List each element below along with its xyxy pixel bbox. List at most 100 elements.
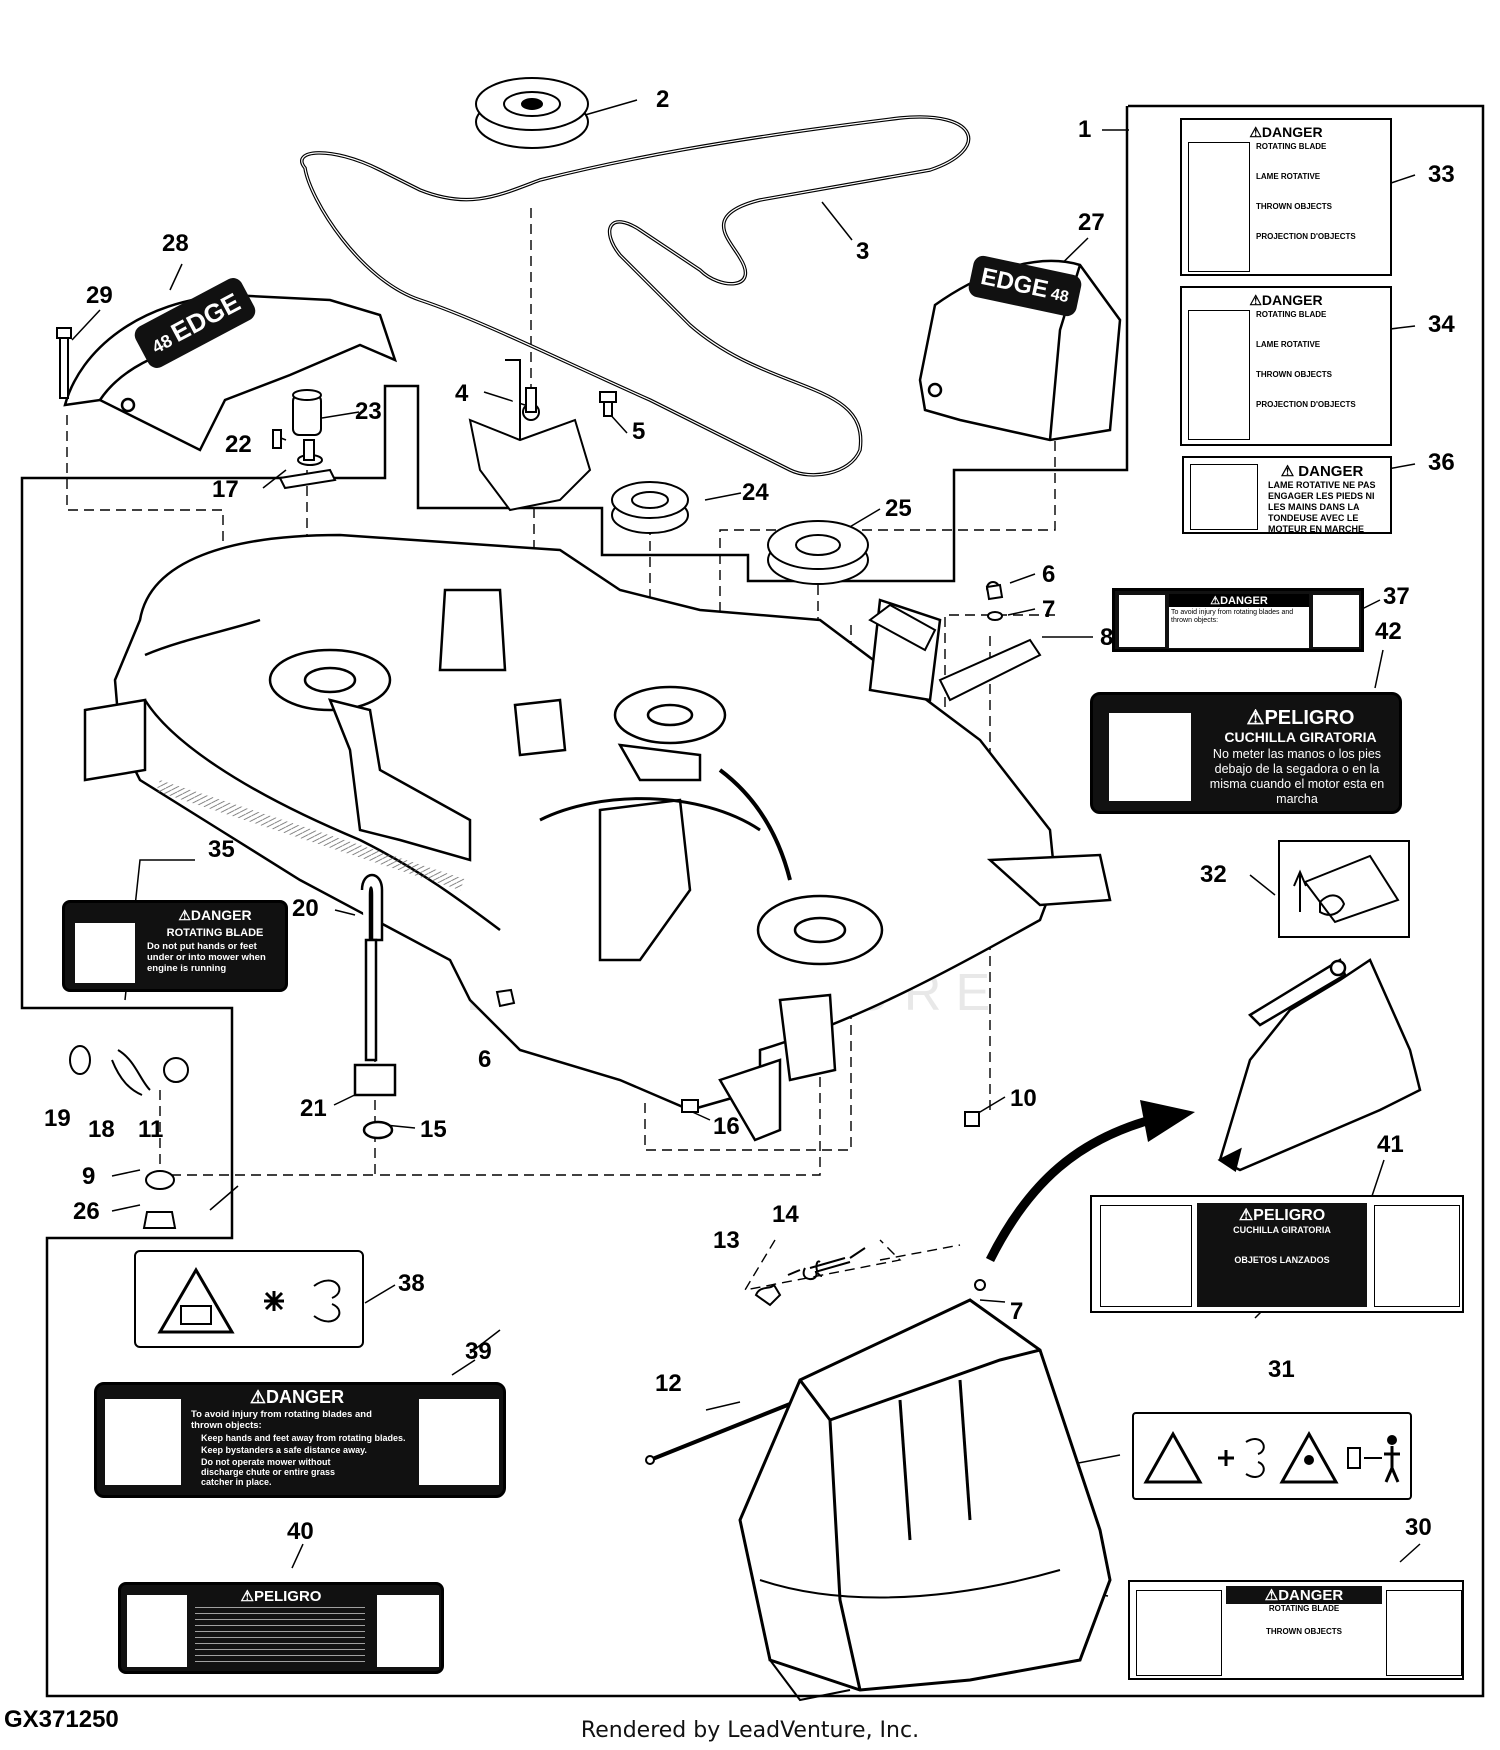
nut-6-upper bbox=[985, 583, 1004, 621]
callout-8: 8 bbox=[1100, 624, 1114, 651]
callout-32: 32 bbox=[1200, 861, 1227, 888]
nut-6-lower bbox=[495, 988, 516, 1008]
callout-22: 22 bbox=[225, 431, 252, 458]
label-30-thrown-objects-icon bbox=[1386, 1590, 1462, 1676]
idler-pulley-top bbox=[475, 77, 589, 149]
safe-distance-icon bbox=[1347, 1435, 1400, 1483]
bolt-16 bbox=[681, 1099, 699, 1113]
callout-30: 30 bbox=[1405, 1514, 1432, 1541]
mower-deck bbox=[83, 533, 1112, 1142]
callout-15: 15 bbox=[420, 1116, 447, 1143]
safety-label-33: ⚠DANGER ROTATING BLADE LAME ROTATIVE THR… bbox=[1180, 118, 1392, 276]
label-30-hazard-icon bbox=[1136, 1590, 1222, 1676]
label-41-thrown-objects-icon bbox=[1374, 1205, 1460, 1307]
safety-label-39: ⚠DANGER To avoid injury from rotating bl… bbox=[94, 1382, 506, 1498]
label-37-thrown-objects-icon bbox=[1313, 595, 1359, 647]
diagram-code: GX371250 bbox=[4, 1706, 119, 1733]
small-hardware bbox=[69, 1045, 189, 1229]
render-credit: Rendered by LeadVenture, Inc. bbox=[580, 1718, 920, 1743]
label-39-line2: Keep hands and feet away from rotating b… bbox=[201, 1433, 406, 1443]
rotating-blade-icon bbox=[1218, 1438, 1265, 1478]
label-36-body: LAME ROTATIVE NE PAS ENGAGER LES PIEDS N… bbox=[1268, 480, 1376, 534]
callout-16: 16 bbox=[713, 1113, 740, 1140]
callout-27: 27 bbox=[1078, 209, 1105, 236]
label-36-hazard-icon bbox=[1190, 464, 1258, 530]
safety-label-34: ⚠DANGER ROTATING BLADE LAME ROTATIVE THR… bbox=[1180, 286, 1392, 446]
label-35-body: Do not put hands or feet under or into m… bbox=[147, 941, 266, 974]
spindle-parts-left bbox=[272, 389, 337, 490]
label-37-body: To avoid injury from rotating blades and… bbox=[1171, 609, 1294, 624]
safety-label-37: ⚠DANGER To avoid injury from rotating bl… bbox=[1112, 588, 1364, 652]
rotating-blade-icon bbox=[264, 1279, 341, 1323]
callout-6-upper: 6 bbox=[1042, 561, 1056, 588]
callout-7-upper: 7 bbox=[1042, 596, 1056, 623]
callout-3: 3 bbox=[856, 238, 870, 265]
callout-12: 12 bbox=[655, 1370, 682, 1397]
label-39-heading: ⚠DANGER bbox=[249, 1387, 345, 1407]
label-33-hazard-icon bbox=[1188, 142, 1250, 272]
label-33-line2: LAME ROTATIVE bbox=[1256, 172, 1321, 181]
rod-20 bbox=[353, 873, 397, 1140]
label-37-hazard-icon bbox=[1119, 595, 1165, 647]
callout-14: 14 bbox=[772, 1201, 799, 1228]
callout-37: 37 bbox=[1383, 583, 1410, 610]
callout-41: 41 bbox=[1377, 1131, 1404, 1158]
label-42-body: No meter las manos o los pies debajo de … bbox=[1209, 747, 1385, 806]
label-40-thrown-objects-icon bbox=[377, 1595, 439, 1667]
label-35-subheading: ROTATING BLADE bbox=[166, 927, 264, 939]
callout-26: 26 bbox=[73, 1198, 100, 1225]
safety-label-42: ⚠PELIGRO CUCHILLA GIRATORIA No meter las… bbox=[1090, 692, 1402, 814]
safety-label-41: ⚠PELIGRO CUCHILLA GIRATORIA OBJETOS LANZ… bbox=[1090, 1195, 1464, 1313]
warning-triangle-icon bbox=[157, 1267, 235, 1334]
label-37-panel: ⚠DANGER To avoid injury from rotating bl… bbox=[1169, 594, 1309, 648]
callout-38: 38 bbox=[398, 1270, 425, 1297]
callout-40: 40 bbox=[287, 1518, 314, 1545]
callout-2: 2 bbox=[656, 86, 670, 113]
label-34-line3: THROWN OBJECTS bbox=[1256, 370, 1332, 379]
callout-35: 35 bbox=[208, 836, 235, 863]
shield-logo-size: 48 bbox=[1049, 285, 1071, 307]
label-40-hazard-icon bbox=[127, 1595, 187, 1667]
label-42-heading: ⚠PELIGRO bbox=[1246, 707, 1355, 729]
label-33-line3: THROWN OBJECTS bbox=[1256, 202, 1332, 211]
safety-label-40: ⚠PELIGRO bbox=[118, 1582, 444, 1674]
callout-24: 24 bbox=[742, 479, 769, 506]
callout-20: 20 bbox=[292, 895, 319, 922]
callout-5: 5 bbox=[632, 418, 646, 445]
label-30-line2: THROWN OBJECTS bbox=[1266, 1627, 1342, 1636]
label-39-hazard-icon bbox=[105, 1399, 181, 1485]
label-34-line4: PROJECTION D'OBJECTS bbox=[1256, 400, 1356, 409]
bracket-8 bbox=[868, 581, 1042, 702]
callout-29: 29 bbox=[86, 282, 113, 309]
callout-4: 4 bbox=[455, 380, 469, 407]
label-34-line1: ROTATING BLADE bbox=[1256, 310, 1327, 319]
callout-7-lower: 7 bbox=[1010, 1298, 1024, 1325]
label-40-text-block bbox=[195, 1607, 365, 1667]
callout-23: 23 bbox=[355, 398, 382, 425]
shield-logo-text: EDGE bbox=[978, 262, 1051, 304]
callout-10: 10 bbox=[1010, 1085, 1037, 1112]
label-37-heading: ⚠DANGER bbox=[1169, 594, 1309, 607]
deck-edge-hatch bbox=[156, 780, 465, 891]
label-34-line2: LAME ROTATIVE bbox=[1256, 340, 1321, 349]
idler-pulley-24 bbox=[611, 481, 689, 534]
label-33-line1: ROTATING BLADE bbox=[1256, 142, 1327, 151]
callout-25: 25 bbox=[885, 495, 912, 522]
label-36-heading: ⚠ DANGER bbox=[1280, 463, 1364, 480]
idler-bracket bbox=[468, 359, 592, 512]
bolt-10 bbox=[964, 1111, 980, 1127]
label-42-hazard-icon bbox=[1109, 713, 1191, 801]
bolt-5 bbox=[599, 391, 617, 417]
safety-label-38 bbox=[134, 1250, 364, 1348]
label-35-hazard-icon bbox=[75, 923, 135, 983]
shield-logo-size: 48 bbox=[148, 330, 176, 358]
callout-39: 39 bbox=[465, 1338, 492, 1365]
thrown-objects-icon bbox=[1279, 1430, 1339, 1484]
chute-deflector bbox=[1217, 958, 1422, 1173]
callout-18: 18 bbox=[88, 1116, 115, 1143]
safety-label-30: ⚠DANGER ROTATING BLADE THROWN OBJECTS bbox=[1128, 1580, 1464, 1680]
bolt-29 bbox=[56, 327, 72, 399]
warning-triangle-icon bbox=[1143, 1430, 1203, 1484]
label-33-line4: PROJECTION D'OBJECTS bbox=[1256, 232, 1356, 241]
